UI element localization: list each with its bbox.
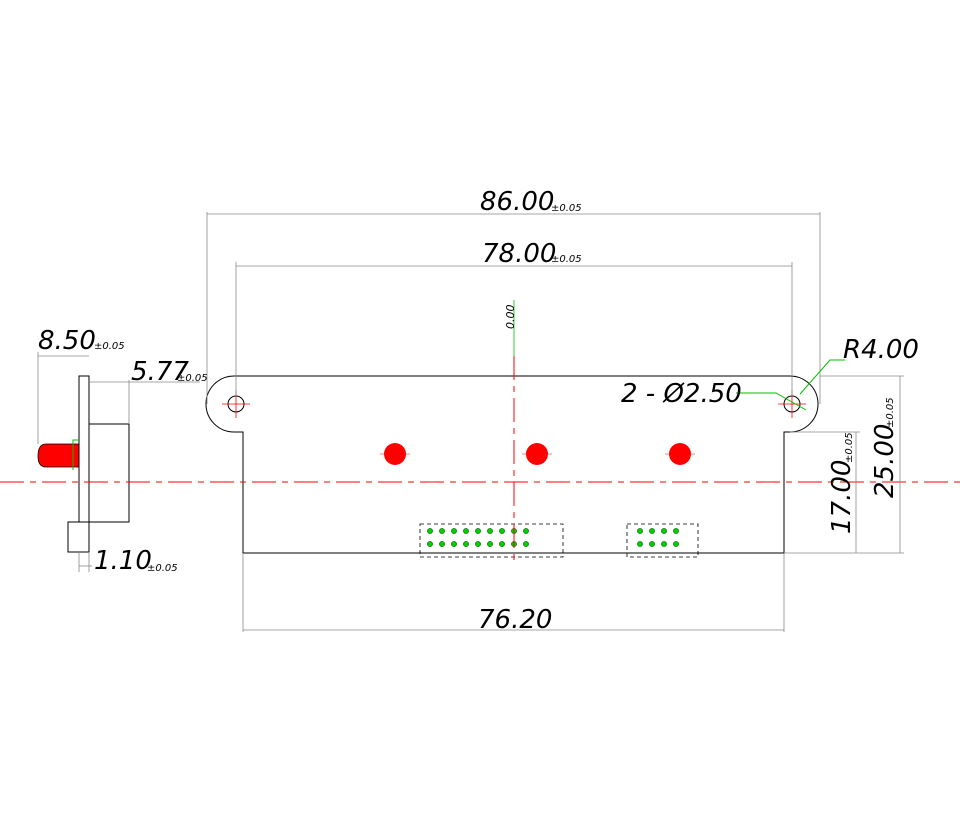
header-large-pin [499, 528, 505, 534]
header-small-pin [661, 528, 667, 534]
dim-overall-width: 86.00 [480, 187, 554, 217]
side-view [37, 375, 130, 553]
header-small-pin [661, 541, 667, 547]
header-large-pin [439, 541, 445, 547]
side-connector [67, 521, 90, 553]
tol-overall-height: ±0.05 [885, 397, 896, 428]
header-small-pin [649, 528, 655, 534]
header-small-pin [637, 528, 643, 534]
dim-side-thickness: 1.10 [94, 546, 152, 576]
header-large-pin [487, 528, 493, 534]
header-small-pin [637, 541, 643, 547]
header-large-pin [451, 528, 457, 534]
header-large-pin [487, 541, 493, 547]
side-led [37, 443, 80, 468]
dim-corner-radius: R4.00 [843, 335, 919, 365]
dimension-labels: 86.00 ±0.05 78.00 ±0.05 76.20 8.50 ±0.05… [38, 187, 919, 635]
tol-lower-height: ±0.05 [844, 432, 855, 463]
leaders [736, 359, 845, 411]
dim-lower-height: 17.00 [827, 460, 857, 534]
header-large-pin [523, 528, 529, 534]
front-dimension-lines [206, 212, 904, 632]
header-large-pin [475, 528, 481, 534]
header-small-pin [673, 528, 679, 534]
dim-side-depth: 8.50 [38, 326, 96, 356]
side-component-body [88, 423, 130, 523]
tol-side-depth: ±0.05 [94, 341, 125, 352]
side-dimension-lines [37, 352, 200, 572]
header-large [419, 523, 564, 558]
header-pins [427, 528, 679, 547]
header-large-pin [451, 541, 457, 547]
header-large-pin [439, 528, 445, 534]
dim-overall-height: 25.00 [870, 424, 900, 498]
dim-zero-ref: 0.00 [504, 305, 517, 330]
header-small-pin [649, 541, 655, 547]
dim-side-body: 5.77 [131, 357, 189, 387]
header-large-pin [499, 541, 505, 547]
tol-hole-spacing: ±0.05 [551, 254, 582, 265]
dim-hole-spacing: 78.00 [482, 239, 556, 269]
tol-side-body: ±0.05 [177, 373, 208, 384]
header-small-pin [673, 541, 679, 547]
header-large-pin [427, 541, 433, 547]
led-group [380, 443, 695, 465]
header-large-pin [475, 541, 481, 547]
tol-side-thickness: ±0.05 [147, 563, 178, 574]
header-large-pin [427, 528, 433, 534]
header-large-pin [463, 541, 469, 547]
centerlines [0, 300, 960, 560]
tol-overall-width: ±0.05 [551, 203, 582, 214]
header-large-pin [523, 541, 529, 547]
dim-holes: 2 - Ø2.50 [621, 379, 742, 409]
dim-board-width: 76.20 [478, 605, 552, 635]
header-small [626, 523, 699, 558]
header-large-pin [463, 528, 469, 534]
